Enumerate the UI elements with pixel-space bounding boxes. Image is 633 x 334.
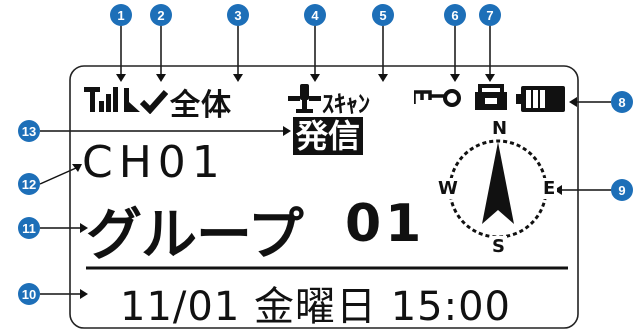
callout-10: 10 bbox=[18, 283, 40, 305]
callout-12: 12 bbox=[18, 173, 40, 195]
callout-6: 6 bbox=[444, 4, 466, 26]
compass-south-label: S bbox=[490, 236, 507, 257]
scan-status-text: ｽｷｬﾝ bbox=[322, 90, 370, 118]
antenna-signal-icon bbox=[84, 87, 118, 112]
compass-east-label: E bbox=[541, 178, 558, 199]
date-time-display: 11/01 金曜日 15:00 bbox=[120, 284, 511, 330]
group-call-icon bbox=[124, 88, 168, 114]
callout-13: 13 bbox=[18, 120, 40, 142]
callout-11: 11 bbox=[18, 217, 40, 239]
compass-north-label: N bbox=[490, 118, 510, 139]
microphone-icon bbox=[288, 84, 321, 113]
lock-icon bbox=[475, 84, 507, 110]
group-name: グループ bbox=[86, 203, 304, 268]
callout-2: 2 bbox=[150, 4, 172, 26]
compass-west-label: W bbox=[436, 178, 460, 199]
channel-number: CH01 bbox=[82, 137, 226, 188]
callout-5: 5 bbox=[372, 4, 394, 26]
callout-8: 8 bbox=[611, 91, 633, 113]
transmit-indicator: 発信 bbox=[293, 117, 364, 155]
callout-9: 9 bbox=[611, 179, 633, 201]
key-icon bbox=[414, 89, 461, 107]
callout-7: 7 bbox=[479, 4, 501, 26]
group-number: 01 bbox=[345, 194, 426, 254]
battery-icon bbox=[516, 86, 565, 112]
callout-3: 3 bbox=[227, 4, 249, 26]
callout-1: 1 bbox=[110, 4, 132, 26]
callout-4: 4 bbox=[304, 4, 326, 26]
all-call-status-text: 全体 bbox=[170, 88, 232, 123]
